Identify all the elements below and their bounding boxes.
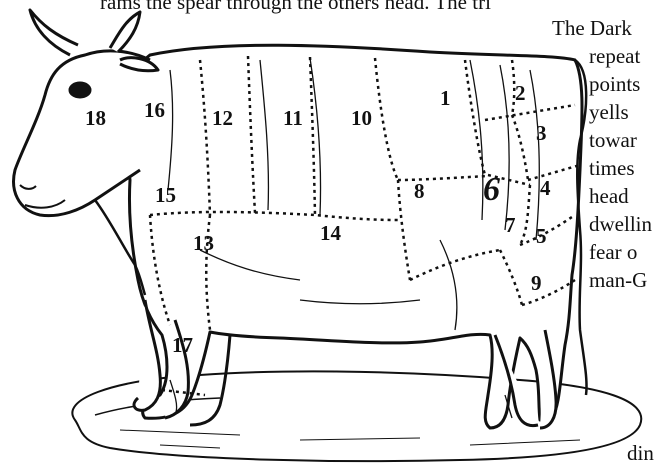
- cut-label-10: 10: [351, 106, 372, 130]
- cut-label-5: 5: [536, 224, 547, 248]
- cut-label-9: 9: [531, 271, 542, 295]
- cut-label-17: 17: [172, 333, 193, 357]
- cut-label-1: 1: [440, 86, 451, 110]
- cut-label-11: 11: [283, 106, 303, 130]
- cut-label-8: 8: [414, 179, 425, 203]
- cut-label-4: 4: [540, 176, 551, 200]
- cut-label-6: 6: [483, 171, 500, 208]
- cut-label-12: 12: [212, 106, 233, 130]
- cut-label-7: 7: [505, 213, 516, 237]
- cut-label-3: 3: [536, 121, 547, 145]
- cut-label-18: 18: [85, 106, 106, 130]
- cut-label-15: 15: [155, 183, 176, 207]
- cut-label-16: 16: [144, 98, 165, 122]
- cut-label-13: 13: [193, 231, 214, 255]
- cut-label-2: 2: [515, 81, 526, 105]
- cut-label-14: 14: [320, 221, 342, 245]
